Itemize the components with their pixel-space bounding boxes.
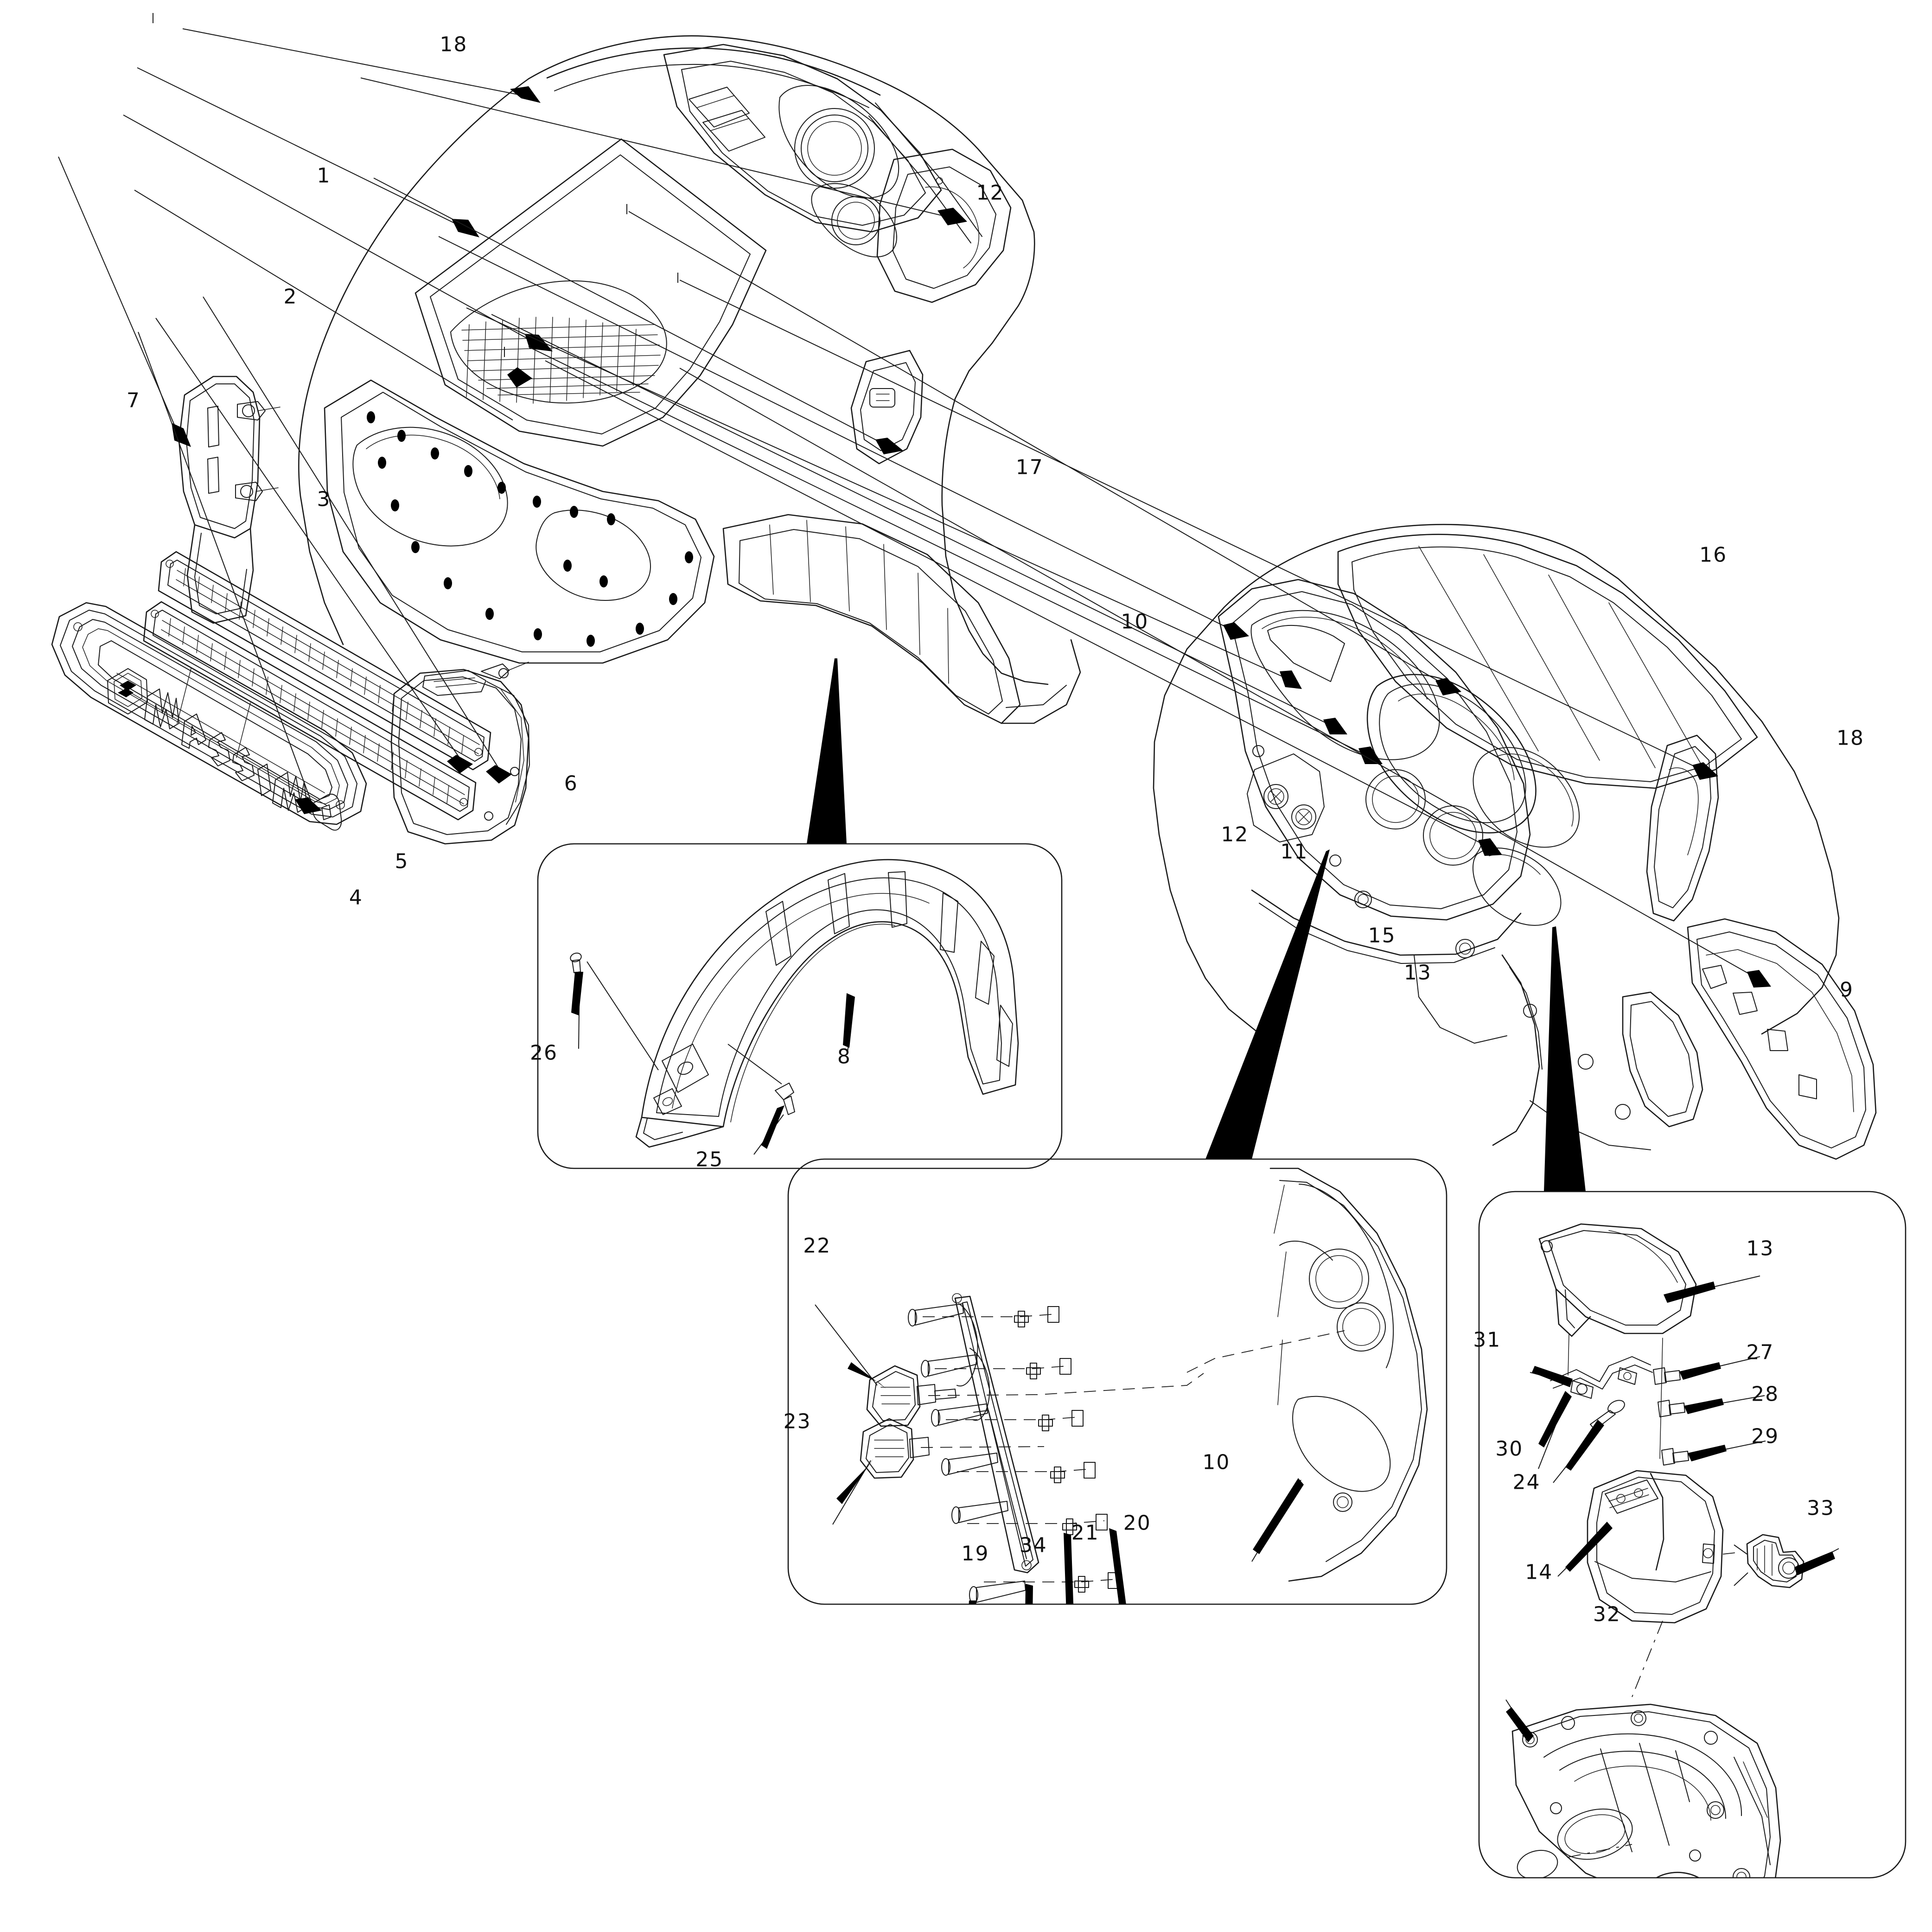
callout-leaders bbox=[58, 28, 1771, 988]
fender-flare-detail-panel bbox=[537, 843, 1063, 1169]
callout-ticks bbox=[153, 13, 678, 357]
part-19-bolts bbox=[908, 1303, 1026, 1604]
massimo-logo-badge bbox=[107, 668, 148, 714]
rear-cowl-assembly bbox=[1153, 524, 1877, 1160]
detail-pointer-fender bbox=[807, 658, 847, 844]
grille-assembly bbox=[51, 551, 491, 831]
detail-pointer-mirror bbox=[1544, 926, 1586, 1192]
hardware-detail-panel bbox=[787, 1158, 1447, 1605]
part-33-connector bbox=[1734, 1534, 1804, 1588]
part-5-mesh-upper bbox=[158, 551, 491, 771]
detail-pointer-hardware bbox=[1205, 849, 1330, 1159]
front-hood-assembly bbox=[178, 35, 1081, 845]
part-26-clip bbox=[570, 952, 582, 973]
part-5-mesh-lower bbox=[143, 601, 477, 821]
part-7-panel bbox=[178, 376, 281, 624]
part-29-screw bbox=[1661, 1448, 1689, 1466]
part-22-switch bbox=[866, 1365, 956, 1427]
mirror-cover-detail-panel bbox=[1478, 1191, 1906, 1879]
part-6-panel bbox=[390, 662, 530, 845]
part-28-screw bbox=[1658, 1400, 1685, 1417]
part-25-screw bbox=[775, 1083, 795, 1115]
part-23-switch bbox=[860, 1418, 930, 1479]
part-27-screw bbox=[1653, 1367, 1681, 1385]
